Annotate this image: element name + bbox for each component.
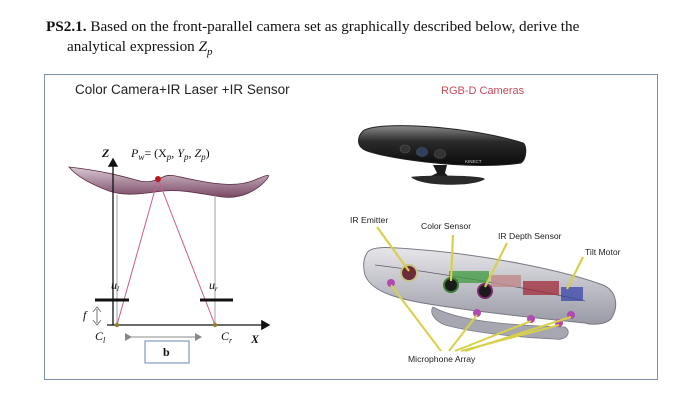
- figure-right-title: RGB-D Cameras: [441, 85, 525, 97]
- pw-y: , Y: [171, 146, 185, 160]
- label-tilt-motor: Tilt Motor: [585, 247, 621, 257]
- right-image-coord-label: ur: [209, 278, 218, 293]
- left-image-coord-label: ul: [111, 278, 119, 293]
- pw-sub-y: p: [183, 152, 189, 162]
- ur-sub: r: [215, 285, 218, 293]
- baseline-box: [144, 340, 190, 364]
- cl-main: C: [95, 329, 104, 343]
- label-ir-depth-sensor: IR Depth Sensor: [498, 231, 562, 241]
- problem-statement: PS2.1. Based on the front-parallel camer…: [46, 17, 661, 62]
- world-point: [155, 176, 161, 182]
- ul-main: u: [111, 278, 117, 292]
- right-camera-label: Cr: [221, 329, 233, 345]
- kinect-cutaway-image: [363, 226, 617, 352]
- zp-symbol-main: Z: [198, 38, 208, 55]
- figure-left-title: Color Camera+IR Laser +IR Sensor: [75, 82, 290, 97]
- cr-main: C: [221, 329, 230, 343]
- left-camera-label: Cl: [95, 329, 106, 345]
- pw-point: P: [130, 146, 139, 160]
- problem-text-line2-wrap: analytical expression Zp: [46, 37, 661, 62]
- zp-symbol: Zp: [198, 38, 213, 59]
- ur-main: u: [209, 278, 215, 292]
- figure-panel: Color Camera+IR Laser +IR Sensor RGB-D C…: [44, 74, 658, 380]
- pw-equation: Pw= (Xp, Yp, Zp): [130, 146, 210, 162]
- label-color-sensor: Color Sensor: [421, 221, 471, 231]
- pw-sub: w: [138, 152, 144, 162]
- pw-close: ): [206, 146, 210, 160]
- ray-right: [157, 178, 216, 326]
- label-ir-emitter: IR Emitter: [350, 215, 388, 225]
- ray-left: [116, 178, 159, 326]
- kinect-device-image: KINECT: [358, 125, 527, 185]
- problem-text-line1: Based on the front-parallel camera set a…: [90, 18, 580, 35]
- problem-number: PS2.1.: [46, 18, 87, 35]
- zp-symbol-sub: p: [207, 46, 213, 59]
- pw-z: , Z: [188, 146, 201, 160]
- baseline-label: b: [163, 345, 170, 359]
- pw-sub-z: p: [200, 152, 206, 162]
- stereo-diagram: Z X Pw= (Xp, Yp, Zp) f ul ur Cl Cr b: [68, 146, 271, 364]
- x-axis-label: X: [250, 332, 260, 346]
- pw-eq: = (X: [144, 146, 167, 160]
- z-axis-label: Z: [101, 146, 110, 160]
- kinect-brand: KINECT: [465, 159, 482, 164]
- figure-drawing: Z X Pw= (Xp, Yp, Zp) f ul ur Cl Cr b KIN…: [68, 125, 621, 364]
- cl-sub: l: [103, 336, 106, 345]
- object-surface: [68, 166, 269, 198]
- ul-sub: l: [117, 285, 119, 293]
- pw-sub-x: p: [166, 152, 172, 162]
- problem-text-line2: analytical expression: [67, 38, 195, 55]
- focal-label: f: [83, 308, 88, 322]
- label-microphone-array: Microphone Array: [408, 354, 476, 364]
- camera-center-right: [212, 322, 218, 328]
- camera-center-left: [114, 322, 120, 328]
- cr-sub: r: [229, 336, 233, 345]
